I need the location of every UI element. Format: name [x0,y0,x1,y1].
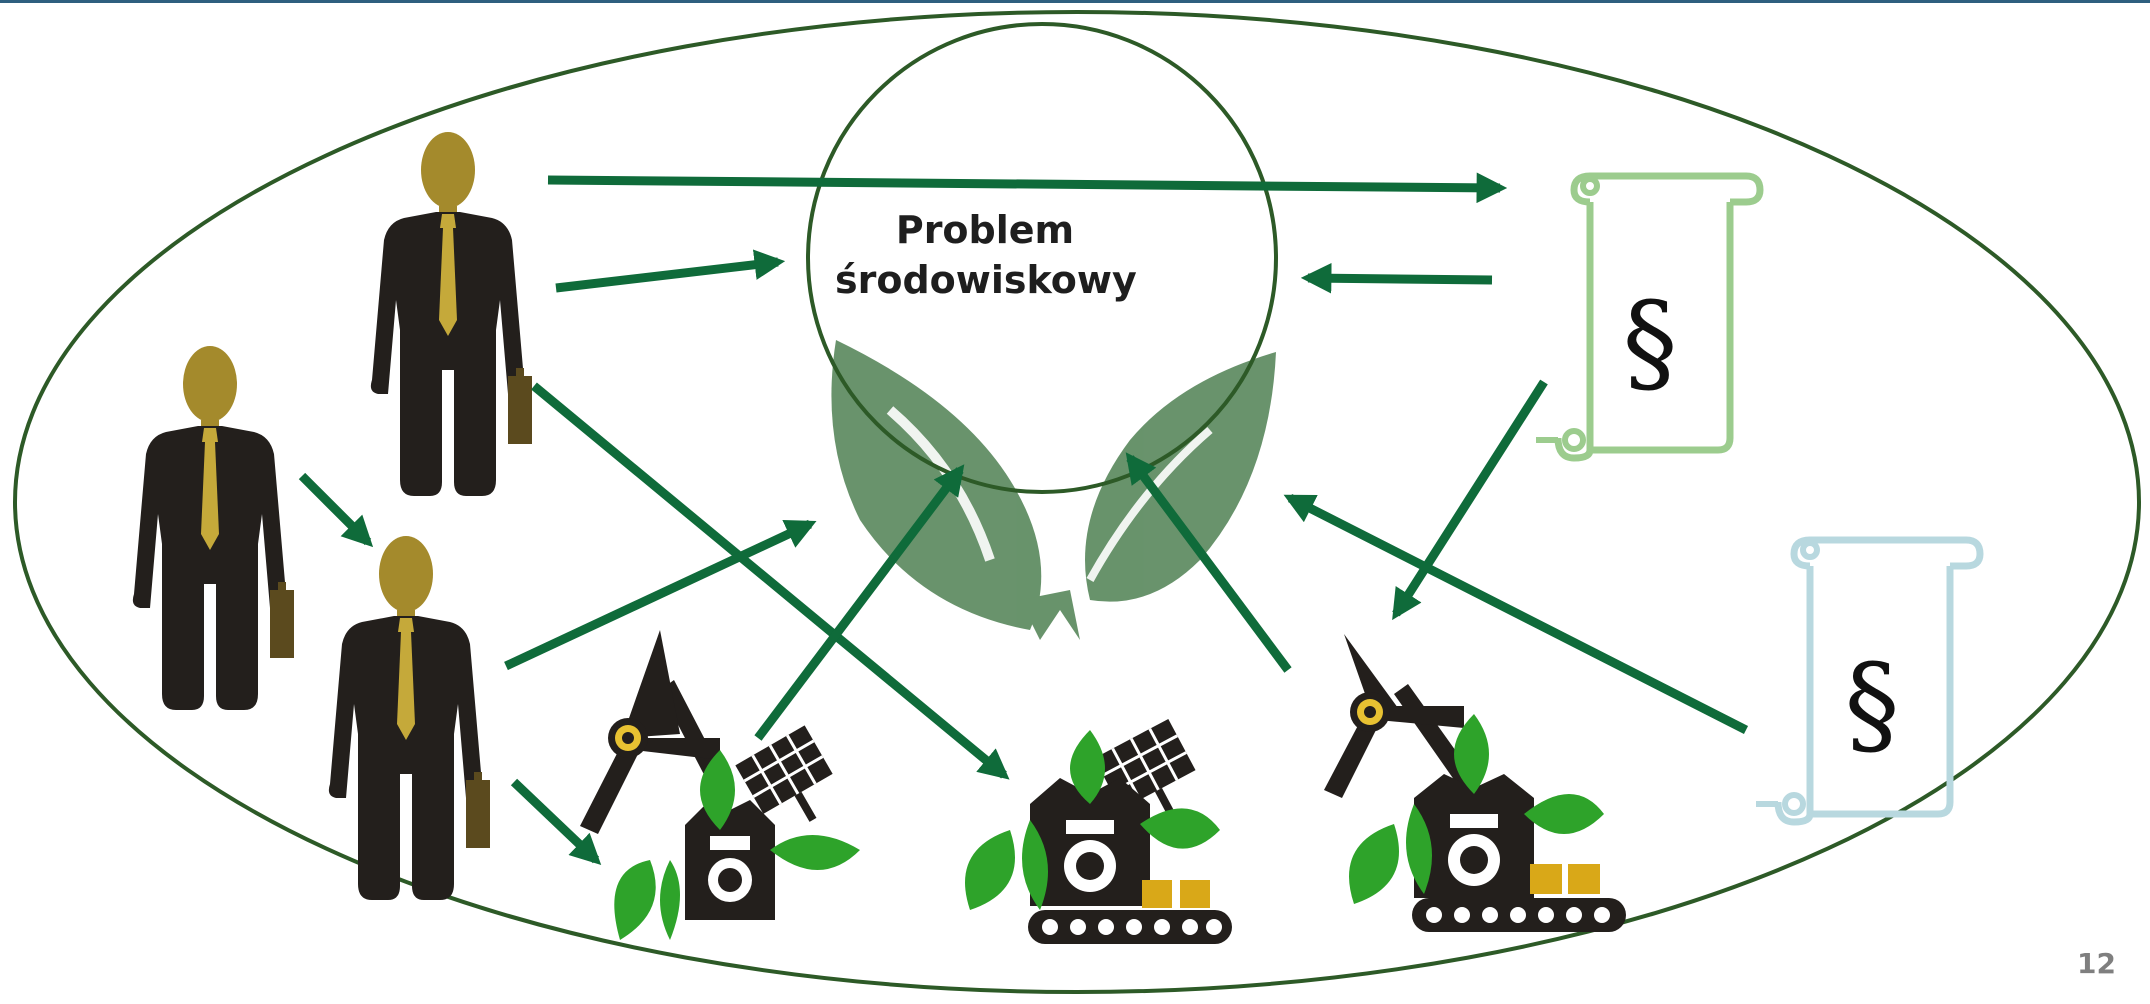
businessman-icon [132,346,294,710]
solar-panel-icon [735,725,833,822]
wind-turbine-icon [580,630,726,834]
arrow-law-to-leaf [1283,493,1749,735]
leaf-icon [1524,794,1604,834]
arrow-factory-to-leaf [754,464,965,741]
leaf-icon [660,860,680,940]
leaf-icon [700,750,735,830]
leaf-icon [1349,824,1399,904]
arrow-law-to-problem [1300,262,1493,294]
section-sign-blue: § [1845,640,1900,768]
leaf-icon [965,830,1015,910]
center-title-line1: Problem [895,208,1075,252]
leaf-icon [614,860,656,940]
leaf-icon [1406,804,1432,894]
conveyor-belt-icon [1412,898,1626,932]
leaf-icon [770,835,860,870]
arrow-businessman-to-law [547,172,1508,204]
leaf-icon [1140,808,1220,849]
top-rule [0,0,2150,3]
leaf-icon [1454,714,1489,794]
arrow-businessman-to-leaf [504,519,817,671]
section-sign-green: § [1623,278,1678,406]
arrow-law-to-factory [1392,379,1548,621]
businessman-icon [370,132,532,496]
leaf-vein-right [1086,426,1213,582]
businessman-icon [328,536,490,900]
arrow-businessman-to-businessman [298,472,374,548]
environmental-problem-circle [806,22,1278,494]
arrow-businessman-to-problem [555,249,786,293]
system-boundary-ellipse [13,10,2141,994]
factory-icon [580,630,860,940]
wind-turbine-icon [1324,634,1478,798]
center-title-line2: środowiskowy [835,258,1137,302]
conveyor-belt-icon [1028,910,1232,944]
leaf-icon [1070,730,1105,804]
arrow-businessman-to-factory [510,778,602,865]
factory-icon [965,718,1232,944]
page-number: 12 [2077,947,2116,980]
center-title: Problem środowiskowy [835,205,1137,305]
factory-icon [1324,634,1626,932]
arrow-businessman-to-factory [531,382,1010,780]
arrow-factory-to-leaf [1125,452,1292,673]
leaf-icon [1022,820,1048,910]
